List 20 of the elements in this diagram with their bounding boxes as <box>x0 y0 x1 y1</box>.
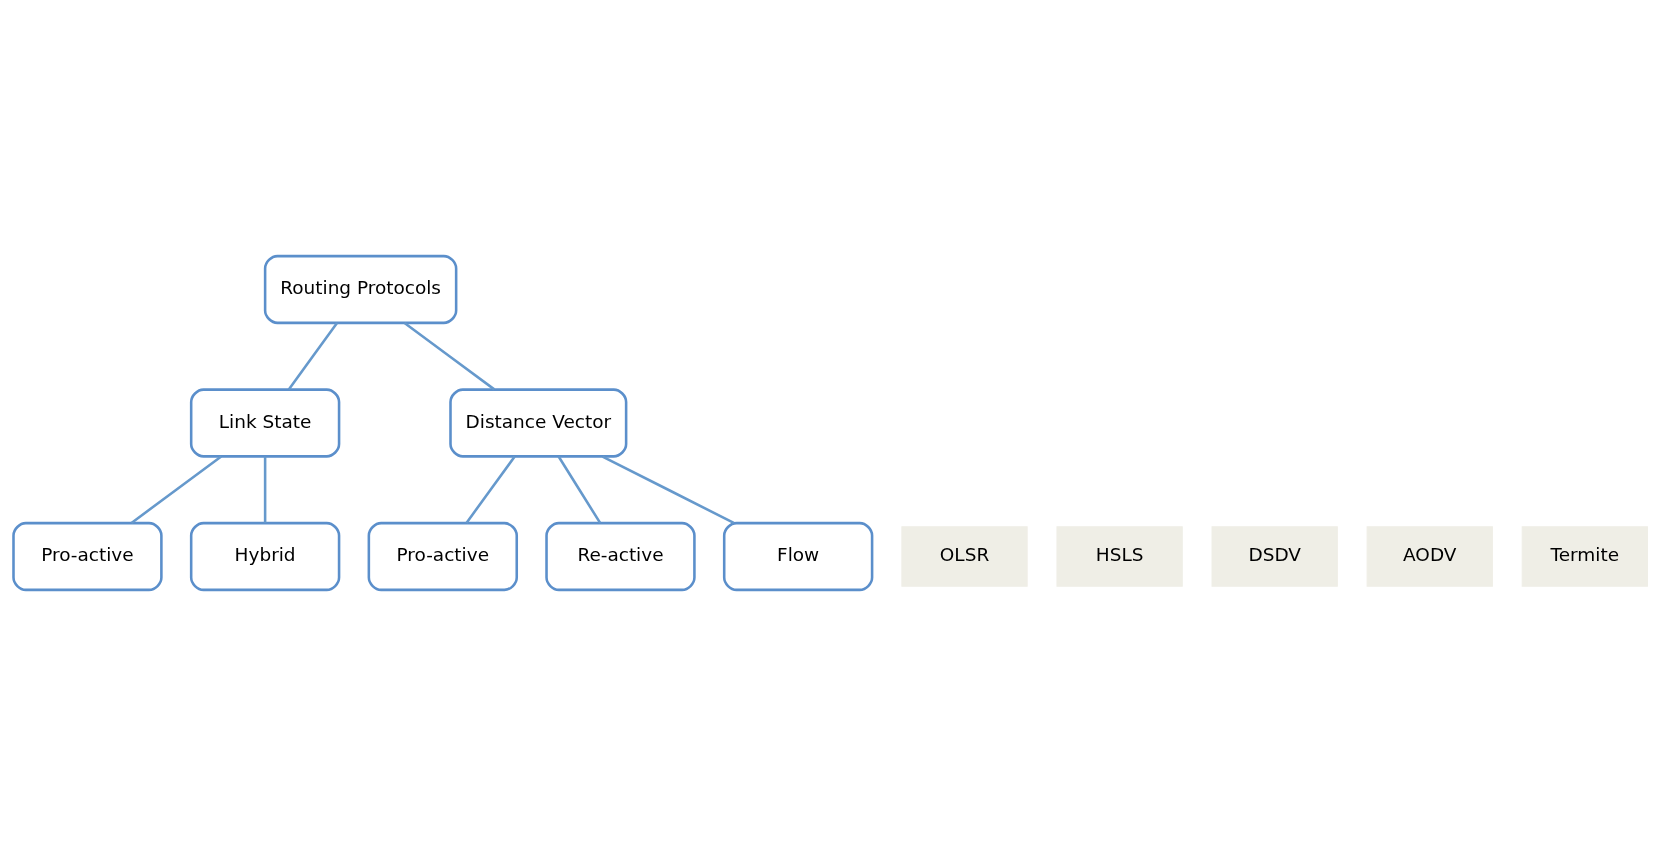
node-box: Routing Protocols <box>263 254 458 324</box>
node-box: AODV <box>1366 525 1493 587</box>
connector <box>403 321 496 390</box>
connector <box>557 455 602 524</box>
connector <box>465 455 516 524</box>
node-box: Link State <box>189 387 341 458</box>
node-box: DSDV <box>1211 525 1338 587</box>
node-box: Re-active <box>545 521 696 591</box>
node-box: Hybrid <box>189 521 341 591</box>
connector <box>263 456 267 523</box>
node-box: OLSR <box>901 525 1028 587</box>
node-box: Termite <box>1521 525 1648 587</box>
node-box: Pro-active <box>367 521 519 591</box>
connector <box>601 454 735 524</box>
connector <box>287 321 339 390</box>
node-box: HSLS <box>1056 525 1183 587</box>
node-box: Flow <box>722 521 874 591</box>
node-box: Pro-active <box>12 521 163 591</box>
node-box: Distance Vector <box>449 387 628 458</box>
connector <box>130 455 222 524</box>
